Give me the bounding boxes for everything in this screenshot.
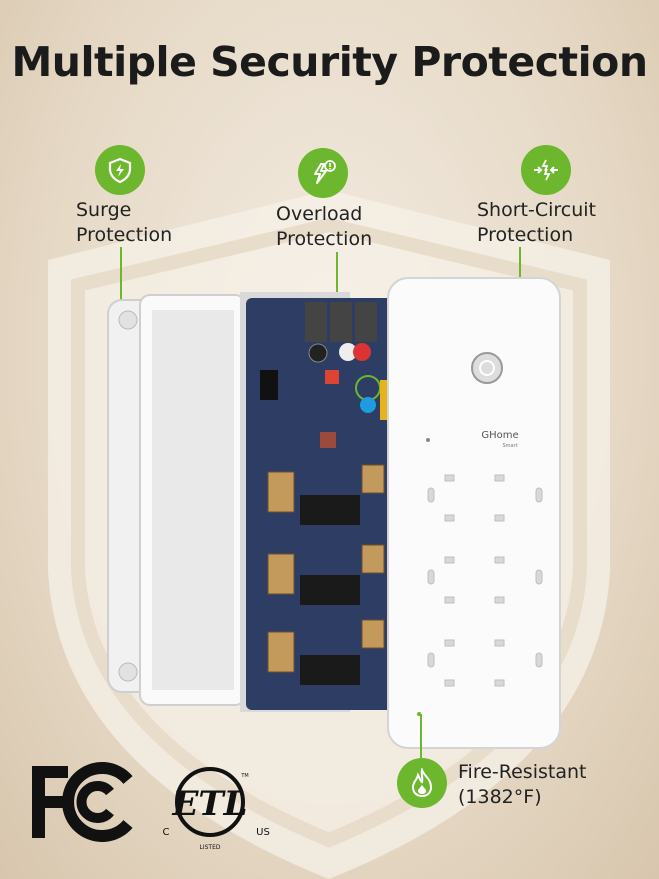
device-brand-text: GHome	[481, 430, 518, 441]
surge-line2: Protection	[76, 224, 173, 246]
fire-resistant-label: Fire-Resistant (1382°F)	[458, 760, 586, 810]
fcc-logo	[32, 762, 133, 842]
overload-line2: Protection	[276, 228, 373, 250]
fire-line2: (1382°F)	[458, 786, 542, 808]
device-brand-subtext: Smart	[502, 443, 517, 449]
fire-line1: Fire-Resistant	[458, 761, 587, 783]
surge-line1: Surge	[76, 199, 132, 221]
page-title: Multiple Security Protection	[11, 38, 648, 86]
power-strip-exploded-view: GHome Smart	[107, 277, 561, 749]
surge-protection-label: Surge Protection	[76, 198, 172, 248]
fire-resistant-icon	[397, 758, 447, 808]
short-circuit-protection-label: Short-Circuit Protection	[477, 198, 596, 248]
overload-line1: Overload	[276, 203, 363, 225]
etl-listed-logo: ETL C US LISTED TM	[163, 767, 270, 851]
overload-protection-label: Overload Protection	[276, 202, 372, 252]
short-circuit-protection-icon	[521, 145, 571, 195]
surge-protection-icon	[95, 145, 145, 195]
etl-tm-text: TM	[240, 773, 248, 779]
short-circuit-line2: Protection	[477, 224, 574, 246]
etl-us-text: US	[256, 827, 270, 838]
etl-c-text: C	[163, 827, 170, 838]
fire-leader	[420, 714, 422, 758]
overload-protection-icon	[298, 148, 348, 198]
etl-listed-text: LISTED	[200, 844, 221, 851]
short-circuit-line1: Short-Circuit	[477, 199, 597, 221]
etl-mark-text: ETL	[171, 784, 247, 824]
